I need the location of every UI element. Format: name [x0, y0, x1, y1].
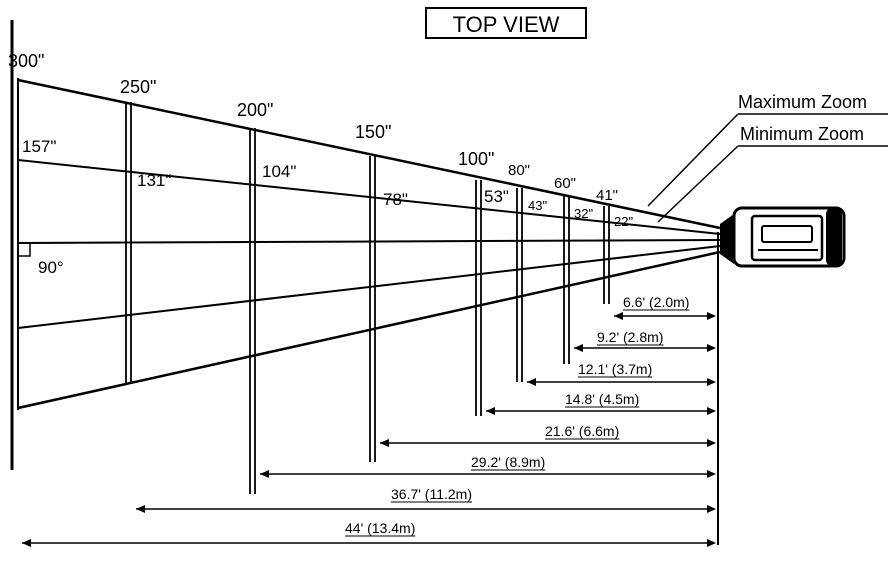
minimum-zoom-leader [657, 145, 739, 223]
arrow-head-left [260, 470, 269, 478]
max-screen-size-label: 200" [237, 100, 273, 120]
arrow-head-right [707, 344, 716, 352]
arrow-head-right [707, 539, 716, 547]
min-screen-size-label: 32" [574, 206, 593, 221]
diagram-title: TOP VIEW [453, 12, 560, 37]
max-zoom-lower-ray [17, 250, 721, 410]
projector-icon [720, 206, 846, 268]
arrow-head-right [707, 312, 716, 320]
arrow-head-left [22, 539, 31, 547]
title-box [425, 7, 587, 39]
min-screen-size-label: 53" [484, 187, 509, 206]
maximum-zoom-label: Maximum Zoom [738, 92, 867, 112]
distance-arrows: 44' (13.4m) 36.7' (11.2m) 29.2' (8.9m)21.6… [22, 294, 716, 547]
arrow-head-right [707, 439, 716, 447]
arrow-head-right [707, 407, 716, 415]
distance-label: 12.1' (3.7m) [578, 361, 652, 377]
max-screen-size-label: 150" [355, 122, 391, 142]
minimum-zoom-label: Minimum Zoom [740, 124, 864, 144]
arrow-head-left [574, 344, 583, 352]
max-screen-size-label: 100" [458, 149, 494, 169]
arrow-head-left [380, 439, 389, 447]
right-angle-marker [18, 242, 31, 257]
maximum-zoom-leader [647, 113, 739, 207]
distance-label: 36.7' (11.2m) [391, 486, 472, 502]
max-screen-size-label: 300" [8, 51, 44, 71]
center-axis-ray [17, 239, 721, 244]
distance-label: 6.6' (2.0m) [623, 294, 689, 310]
distance-label: 21.6' (6.6m) [545, 423, 619, 439]
arrow-head-left [527, 378, 536, 386]
right-angle-label: 90° [38, 258, 64, 277]
distance-label: 14.8' (4.5m) [565, 391, 639, 407]
arrow-head-left [486, 407, 495, 415]
min-zoom-upper-ray [17, 159, 721, 235]
min-screen-size-label: 43" [528, 198, 547, 213]
distance-label: 29.2' (8.9m) [471, 454, 545, 470]
max-zoom-upper-ray [17, 78, 721, 230]
min-screen-size-label: 78" [383, 190, 408, 209]
max-screen-size-label: 80" [508, 162, 530, 179]
min-screen-size-label: 22" [614, 214, 633, 229]
max-screen-size-label: 41" [596, 187, 618, 204]
arrow-head-right [707, 378, 716, 386]
min-screen-size-label: 131" [137, 171, 171, 190]
max-screen-size-label: 60" [554, 175, 576, 192]
arrow-head-right [707, 505, 716, 513]
arrow-head-right [707, 470, 716, 478]
min-screen-size-label: 104" [262, 162, 296, 181]
screen-bars [17, 78, 610, 494]
arrow-head-left [614, 312, 623, 320]
max-screen-size-label: 250" [120, 77, 156, 97]
size-labels: 300" 157" 250" 131" 200" 104" 150" 78" 100" 53" 80… [8, 51, 633, 229]
arrow-head-left [136, 505, 145, 513]
min-zoom-lower-ray [17, 245, 721, 329]
distance-label: 44' (13.4m) [345, 520, 415, 536]
min-screen-size-label: 157" [22, 137, 56, 156]
distance-label: 9.2' (2.8m) [597, 329, 663, 345]
